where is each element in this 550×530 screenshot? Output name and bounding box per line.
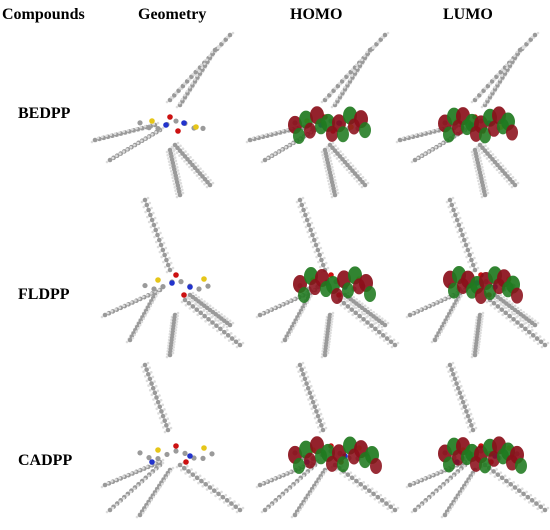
fldpp-homo-image: [255, 196, 405, 359]
cadpp-homo-image: [255, 361, 405, 520]
bedpp-homo-image: [245, 31, 405, 199]
fldpp-lumo-image: [405, 196, 550, 359]
fldpp-geometry-image: [100, 196, 250, 359]
header-compounds: Compounds: [2, 6, 85, 23]
bedpp-lumo-image: [395, 31, 550, 199]
bedpp-geometry-image: [90, 31, 250, 199]
cadpp-lumo-image: [405, 361, 550, 520]
header-lumo: LUMO: [443, 6, 493, 23]
header-homo: HOMO: [290, 6, 343, 23]
row-label-cadpp: CADPP: [18, 452, 73, 469]
header-geometry: Geometry: [138, 6, 207, 23]
row-label-fldpp: FLDPP: [18, 286, 70, 303]
cadpp-geometry-image: [100, 361, 250, 520]
row-label-bedpp: BEDPP: [18, 105, 71, 122]
